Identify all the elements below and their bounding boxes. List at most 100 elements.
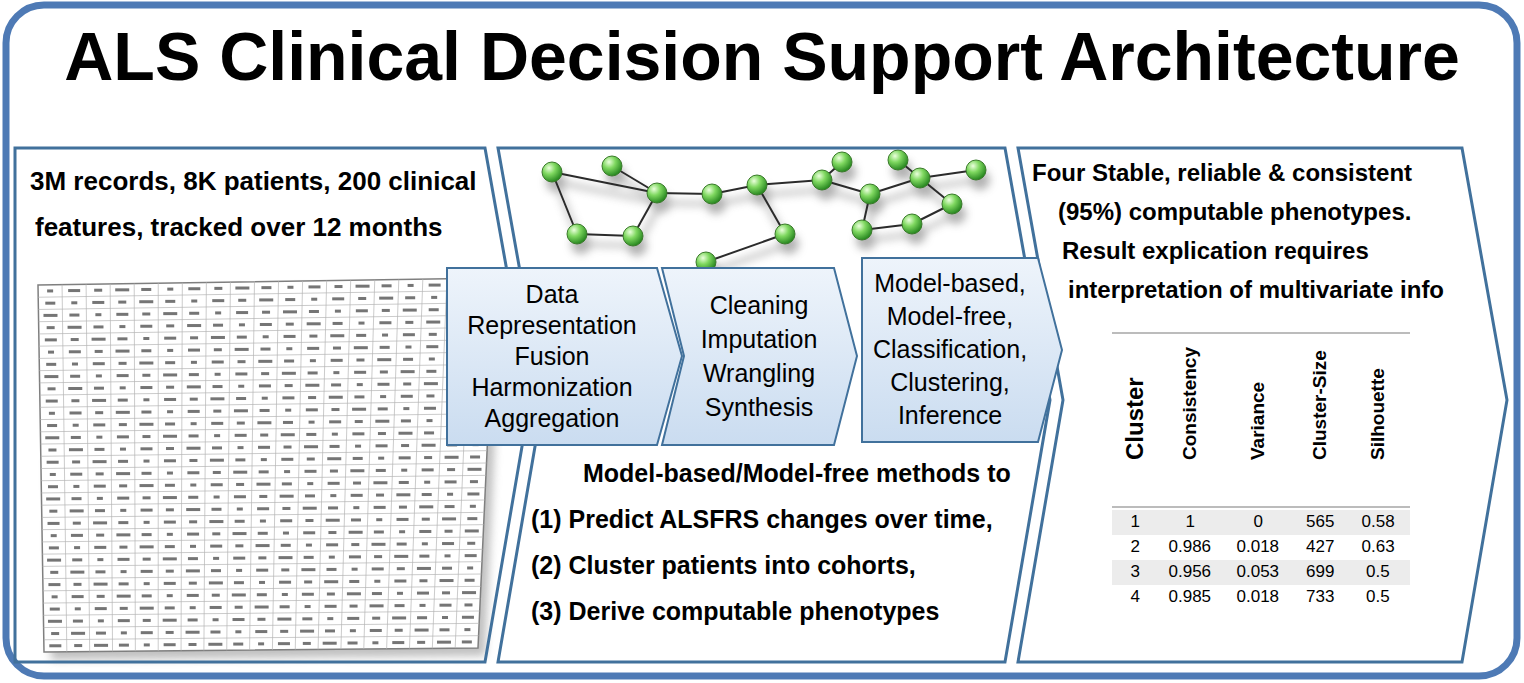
grid-line bbox=[42, 500, 485, 505]
cell-mark bbox=[327, 593, 335, 596]
cell-mark bbox=[282, 507, 290, 510]
cell-mark bbox=[210, 606, 222, 609]
graph-node bbox=[775, 224, 795, 244]
cell-mark bbox=[399, 530, 405, 533]
cell-mark bbox=[167, 533, 173, 536]
table-cell: 699 bbox=[1306, 562, 1334, 582]
cell-mark bbox=[420, 604, 426, 607]
grid-line bbox=[43, 611, 479, 615]
cell-mark bbox=[379, 297, 393, 300]
cell-mark bbox=[235, 348, 249, 351]
cell-mark bbox=[166, 570, 174, 573]
cell-mark bbox=[447, 493, 453, 496]
cell-mark bbox=[69, 448, 83, 451]
cell-mark bbox=[378, 407, 388, 410]
cell-mark bbox=[378, 432, 386, 435]
cell-mark bbox=[93, 423, 105, 426]
cell-mark bbox=[349, 555, 361, 558]
cell-mark bbox=[73, 583, 81, 586]
cell-mark bbox=[140, 447, 152, 450]
cell-mark bbox=[186, 631, 200, 634]
graph-node bbox=[567, 224, 587, 244]
cell-mark bbox=[213, 557, 219, 560]
cell-mark bbox=[233, 471, 247, 474]
cell-mark bbox=[356, 309, 368, 312]
cell-mark bbox=[440, 604, 452, 607]
grid-line bbox=[41, 475, 486, 480]
cell-mark bbox=[378, 457, 384, 460]
cell-mark bbox=[331, 359, 343, 362]
cell-mark bbox=[284, 470, 290, 473]
text-line: features, tracked over 12 months bbox=[35, 204, 520, 250]
text-line: (95%) computable phenotypes. bbox=[1058, 192, 1488, 231]
panel-text: Four Stable, reliable & consistent (95%)… bbox=[1018, 153, 1488, 309]
table-cell: 0.58 bbox=[1362, 512, 1395, 532]
cell-mark bbox=[356, 285, 370, 288]
cell-mark bbox=[96, 436, 102, 439]
cell-mark bbox=[401, 395, 413, 398]
cell-mark bbox=[285, 298, 295, 301]
cell-mark bbox=[256, 569, 268, 572]
grid-line bbox=[204, 282, 206, 650]
row-shade bbox=[1112, 510, 1410, 535]
cell-mark bbox=[306, 433, 316, 436]
cell-mark bbox=[309, 335, 317, 338]
cell-mark bbox=[284, 446, 292, 449]
cell-mark bbox=[429, 333, 437, 336]
cell-mark bbox=[191, 361, 197, 364]
cell-mark bbox=[187, 471, 199, 474]
cell-mark bbox=[211, 483, 223, 486]
grid-line bbox=[41, 463, 487, 469]
cell-mark bbox=[262, 397, 268, 400]
cell-mark bbox=[235, 458, 245, 461]
cell-mark bbox=[73, 522, 81, 525]
cell-mark bbox=[396, 493, 410, 496]
cell-mark bbox=[212, 594, 220, 597]
cell-mark bbox=[139, 423, 153, 426]
cell-mark bbox=[74, 644, 82, 647]
cell-mark bbox=[119, 644, 129, 647]
cell-mark bbox=[348, 642, 358, 645]
cell-mark bbox=[238, 299, 246, 302]
cell-mark bbox=[305, 470, 317, 473]
cell-mark bbox=[260, 323, 272, 326]
cell-mark bbox=[94, 387, 104, 390]
cell-mark bbox=[308, 396, 316, 399]
cell-mark bbox=[468, 468, 482, 471]
cell-mark bbox=[305, 519, 313, 522]
cell-mark bbox=[47, 559, 61, 562]
cell-mark bbox=[93, 362, 105, 365]
cell-mark bbox=[464, 628, 470, 631]
cell-mark bbox=[285, 384, 293, 387]
cell-mark bbox=[208, 643, 222, 646]
cell-mark bbox=[352, 568, 358, 571]
cell-mark bbox=[331, 383, 341, 386]
cell-mark bbox=[71, 338, 79, 341]
cell-mark bbox=[399, 481, 409, 484]
table-cell: 0.63 bbox=[1362, 537, 1395, 557]
cell-mark bbox=[419, 579, 427, 582]
grid-line bbox=[250, 282, 255, 650]
cell-mark bbox=[333, 322, 343, 325]
grid-line bbox=[44, 623, 480, 627]
cell-mark bbox=[429, 284, 441, 287]
cell-mark bbox=[330, 334, 344, 337]
cell-mark bbox=[96, 534, 104, 537]
cell-mark bbox=[442, 616, 448, 619]
cell-mark bbox=[401, 419, 411, 422]
text-line: Cleaning bbox=[684, 288, 834, 322]
cell-mark bbox=[49, 510, 57, 513]
cell-mark bbox=[209, 520, 223, 523]
graph-node bbox=[902, 214, 922, 234]
cell-mark bbox=[307, 458, 315, 461]
cell-mark bbox=[329, 556, 335, 559]
cell-mark bbox=[232, 593, 246, 596]
cell-mark bbox=[442, 591, 450, 594]
grid-line bbox=[39, 364, 491, 370]
cell-mark bbox=[72, 460, 80, 463]
cell-mark bbox=[282, 482, 292, 485]
cell-mark bbox=[307, 482, 313, 485]
grid-line bbox=[38, 303, 493, 310]
cell-mark bbox=[121, 570, 127, 573]
cell-mark bbox=[186, 569, 200, 572]
